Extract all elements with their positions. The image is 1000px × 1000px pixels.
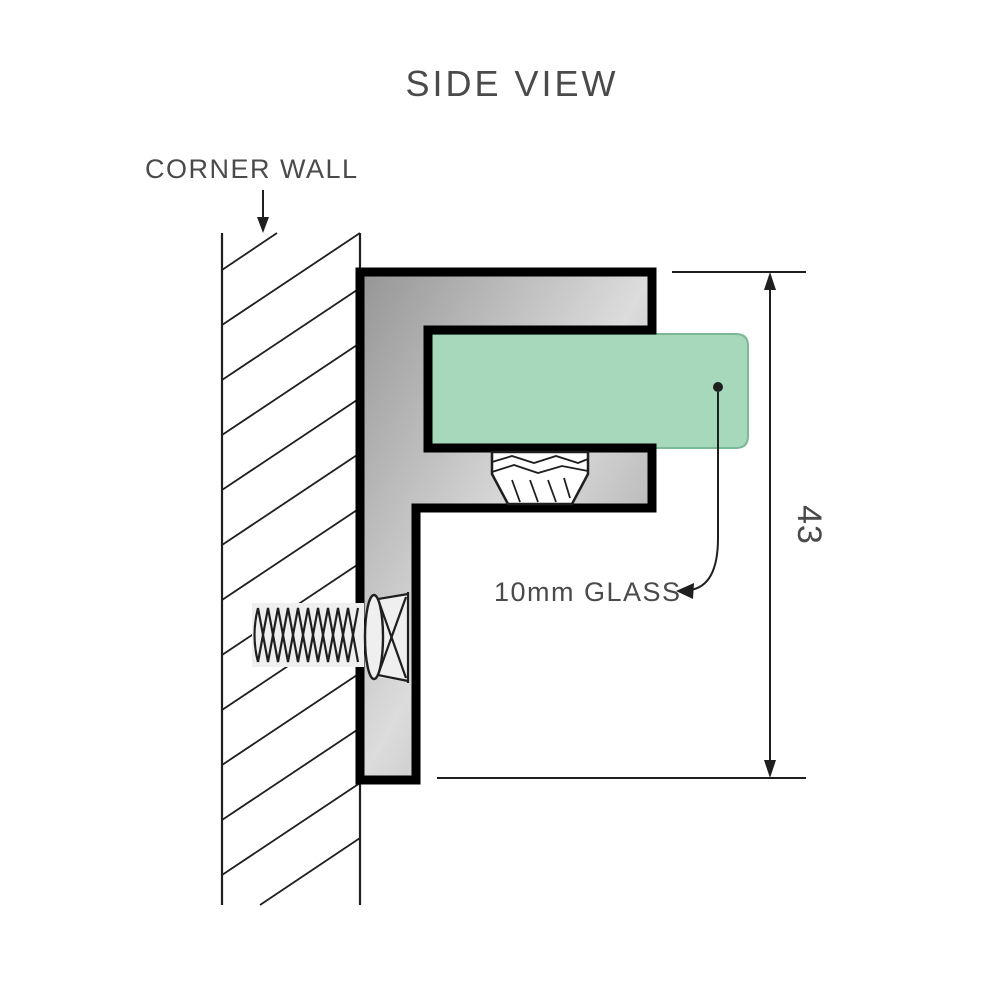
- gasket-hatch: [563, 477, 571, 499]
- glass-leader-arrow-head: [676, 583, 694, 599]
- glass-leader-dot: [713, 382, 723, 392]
- corner-wall-label: CORNER WALL: [145, 154, 359, 184]
- hatch-line: [221, 507, 361, 601]
- hatch-line: [221, 452, 361, 546]
- page-title: SIDE VIEW: [405, 63, 618, 104]
- dimension-value: 43: [790, 505, 828, 545]
- wall-section: [220, 232, 362, 906]
- gasket-outline: [490, 450, 590, 506]
- corner-wall-arrow-head: [257, 217, 269, 233]
- dimension-arrow-top: [764, 272, 776, 290]
- screw-head-cross: [377, 601, 408, 679]
- screw-head-cross: [377, 596, 408, 673]
- gasket-thread-line: [491, 455, 589, 464]
- dimension-arrow-bottom: [764, 760, 776, 778]
- screw-thread-zigzag: [256, 607, 360, 663]
- hatch-line: [221, 397, 361, 491]
- glass-panel: [427, 333, 749, 449]
- screw-thread-zigzag: [256, 607, 360, 663]
- glass-label: 10mm GLASS: [494, 577, 682, 607]
- screw-head-edge: [377, 592, 409, 601]
- hatch-line: [221, 672, 361, 766]
- hatch-line: [221, 782, 361, 876]
- hatch-line: [221, 232, 361, 326]
- gasket-hatch: [547, 479, 557, 503]
- screw-thread-end-cap: [253, 607, 260, 663]
- gasket-hatch: [529, 479, 539, 503]
- hatch-line: [221, 287, 361, 381]
- screw-head-base: [363, 593, 385, 681]
- gasket-thread-line: [491, 464, 589, 474]
- fixing-screw: [252, 592, 410, 683]
- hatch-line: [221, 232, 278, 271]
- gasket-hatch: [511, 479, 521, 503]
- hatch-line: [221, 727, 361, 821]
- hatch-line: [221, 342, 361, 436]
- gasket-seal: [490, 450, 590, 506]
- glass-leader-line: [689, 392, 719, 591]
- dimension-43: 43: [437, 271, 828, 779]
- wall-bracket-profile: [355, 267, 657, 785]
- hatch-line: [259, 837, 361, 906]
- screw-head-edge: [377, 673, 409, 683]
